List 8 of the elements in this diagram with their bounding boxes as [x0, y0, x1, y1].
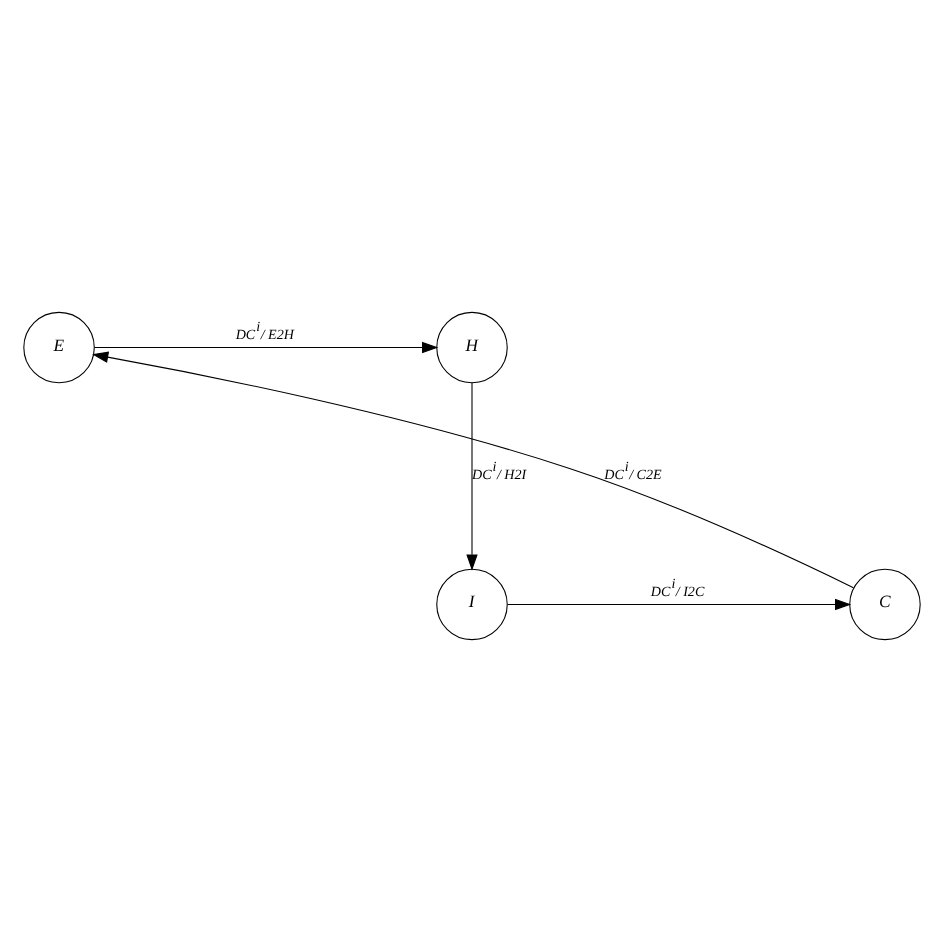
- arrow: [93, 341, 438, 354]
- arrow: [91, 351, 853, 589]
- arrow: [465, 382, 477, 571]
- node-circle: I: [435, 568, 507, 641]
- node-circle: E: [22, 311, 94, 384]
- node-circle: C: [848, 568, 920, 641]
- node-circle: H: [435, 311, 507, 384]
- arrow: [506, 598, 851, 611]
